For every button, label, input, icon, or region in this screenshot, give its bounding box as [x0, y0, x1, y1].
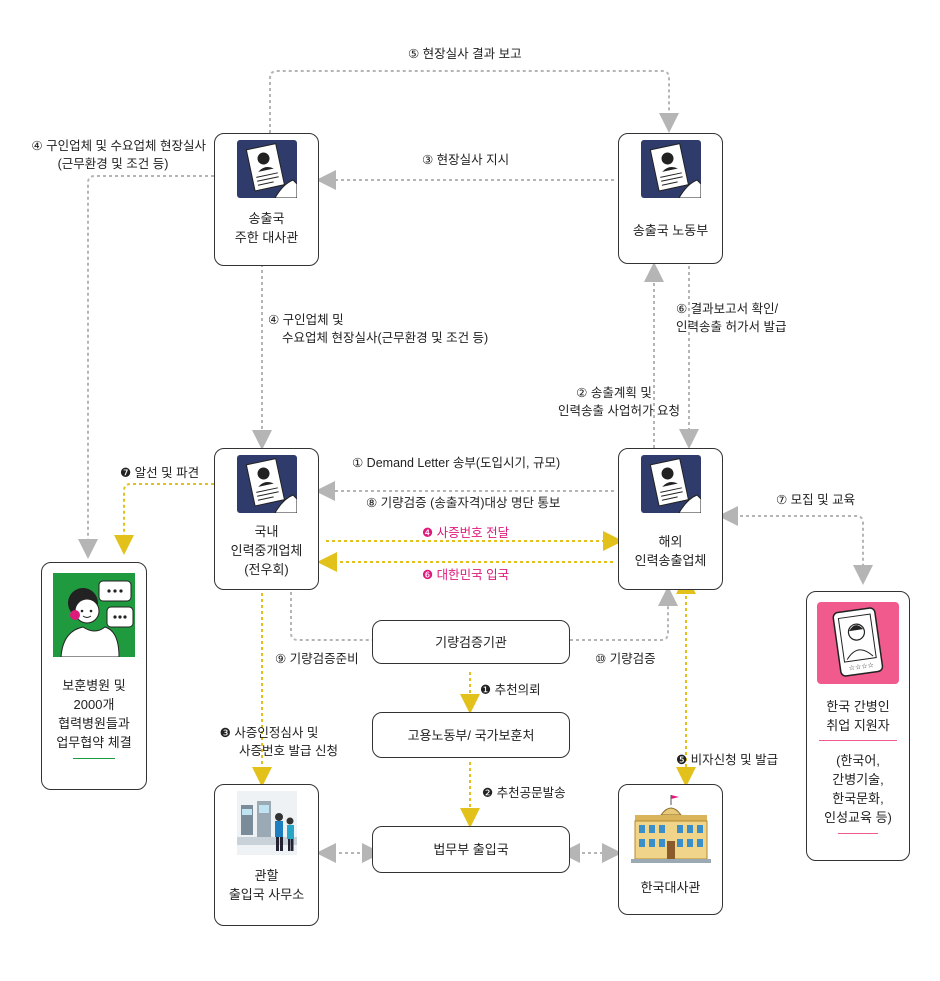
box-line: 업무협약 체결 [56, 735, 132, 750]
svg-text:☆☆☆☆: ☆☆☆☆ [848, 661, 874, 672]
justice-immigration-box: 법무부 출입국 [372, 826, 570, 873]
box-line: (한국어, [836, 753, 880, 768]
label-line: 수요업체 현장실사(근무환경 및 조건 등) [282, 331, 489, 345]
label-step3: ③ 현장실사 지시 [422, 153, 510, 167]
label-visa-number-transfer: ❹ 사증번호 전달 [422, 526, 510, 540]
applicants-box: ☆☆☆☆ 한국 간병인 취업 지원자 (한국어, 간병기술, 한국문화, 인성교… [806, 591, 910, 861]
box-line: 송출국 [248, 211, 285, 226]
label-step9: ⑨ 기량검증준비 [275, 652, 359, 666]
box-line: 간병기술, [832, 772, 884, 787]
box-line: 출입국 사무소 [228, 887, 305, 902]
label-step1-demand-letter: ① Demand Letter 송부(도입시기, 규모) [352, 456, 561, 470]
korean-embassy-box: 한국대사관 [618, 784, 723, 915]
box-line: 국내 [254, 524, 279, 539]
tablet-profile-icon: ☆☆☆☆ [817, 602, 899, 684]
box-line: 인력중개업체 [230, 543, 303, 558]
box-line: 보훈병원 및 [62, 678, 126, 693]
arrow-recruit [718, 506, 873, 585]
label-b3-visa-review: ❸ 사증인정심사 및 사증번호 발급 신청 [190, 724, 338, 760]
hospitals-box: 보훈병원 및 2000개 협력병원들과 업무협약 체결 [41, 562, 147, 790]
label-line: (근무환경 및 조건 등) [57, 157, 169, 171]
sending-country-embassy-box: 송출국 주한 대사관 [214, 133, 319, 266]
label-step4-left: ④ 구인업체 및 수요업체 현장실사 (근무환경 및 조건 등) [0, 137, 206, 173]
resume-document-icon [640, 455, 701, 514]
arrow-verification [570, 586, 678, 641]
sending-country-labor-ministry-box: 송출국 노동부 [618, 133, 723, 264]
label-b2-recommend-doc: ❷ 추천공문발송 [482, 786, 566, 800]
label-step10: ⑩ 기량검증 [595, 652, 656, 666]
label-step8: ⑧ 기량검증 (송출자격)대상 명단 통보 [366, 496, 561, 510]
label-line: 사증번호 발급 신청 [239, 744, 338, 758]
arrow-report [269, 70, 679, 133]
label-b5-visa-apply: ❺ 비자신청 및 발급 [676, 753, 779, 767]
resume-document-icon [236, 140, 297, 199]
label-step4-mid: ④ 구인업체 및 수요업체 현장실사(근무환경 및 조건 등) [268, 311, 488, 347]
pink-underline [819, 740, 897, 741]
label-line: ⑥ 결과보고서 확인/ [676, 302, 779, 316]
box-line: 해외 [658, 534, 683, 549]
resume-document-icon [236, 455, 297, 514]
arrow-verification-prep [290, 592, 372, 641]
embassy-building-icon [630, 795, 711, 863]
domestic-agency-box: 국내 인력중개업체 (전우회) [214, 448, 319, 590]
label-line: ❸ 사증인정심사 및 [219, 726, 319, 740]
overseas-agency-box: 해외 인력송출업체 [618, 448, 723, 590]
label-line: ④ 구인업체 및 [268, 313, 344, 327]
box-line: 2000개 [73, 697, 115, 712]
immigration-office-box: 관할 출입국 사무소 [214, 784, 319, 926]
nurse-chat-icon [53, 573, 135, 658]
box-line: 인력송출업체 [634, 553, 707, 568]
label-line: 인력송출 허가서 발급 [676, 320, 787, 334]
box-line: 송출국 노동부 [632, 223, 709, 238]
box-line: 한국 간병인 [826, 699, 890, 714]
resume-document-icon [640, 140, 701, 199]
box-label: 기량검증기관 [435, 634, 507, 650]
arrow-inspection-left [78, 175, 214, 559]
label-korea-entry: ❻ 대한민국 입국 [422, 568, 510, 582]
airport-icon [236, 791, 297, 855]
label-step7-dispatch: ❼ 알선 및 파견 [120, 466, 200, 480]
box-line: 취업 지원자 [826, 718, 890, 733]
label-step6: ⑥ 결과보고서 확인/ 인력송출 허가서 발급 [676, 300, 786, 336]
employment-ministry-box: 고용노동부/ 국가보훈처 [372, 712, 570, 758]
arrow-dispatch [114, 483, 214, 555]
box-label: 고용노동부/ 국가보훈처 [407, 727, 535, 743]
label-step7-recruit: ⑦ 모집 및 교육 [776, 493, 856, 507]
box-line: (전우회) [244, 562, 289, 577]
label-step5-report: ⑤ 현장실사 결과 보고 [408, 47, 522, 61]
box-line: 주한 대사관 [234, 230, 299, 245]
box-line: 한국문화, [832, 791, 884, 806]
label-step2: ② 송출계획 및 인력송출 사업허가 요청 [520, 384, 680, 420]
box-line: 인성교육 등) [824, 810, 892, 825]
box-line: 협력병원들과 [58, 716, 130, 731]
pink-underline [838, 833, 878, 834]
label-line: 인력송출 사업허가 요청 [558, 404, 680, 418]
label-b1-recommend-request: ❶ 추천의뢰 [480, 683, 541, 697]
box-label: 법무부 출입국 [433, 842, 509, 857]
green-underline [73, 758, 115, 759]
label-line: ④ 구인업체 및 수요업체 현장실사 [31, 139, 206, 153]
box-line: 한국대사관 [640, 880, 701, 895]
skill-verification-box: 기량검증기관 [372, 620, 570, 664]
label-line: ② 송출계획 및 [576, 386, 652, 400]
box-line: 관할 [254, 868, 279, 883]
